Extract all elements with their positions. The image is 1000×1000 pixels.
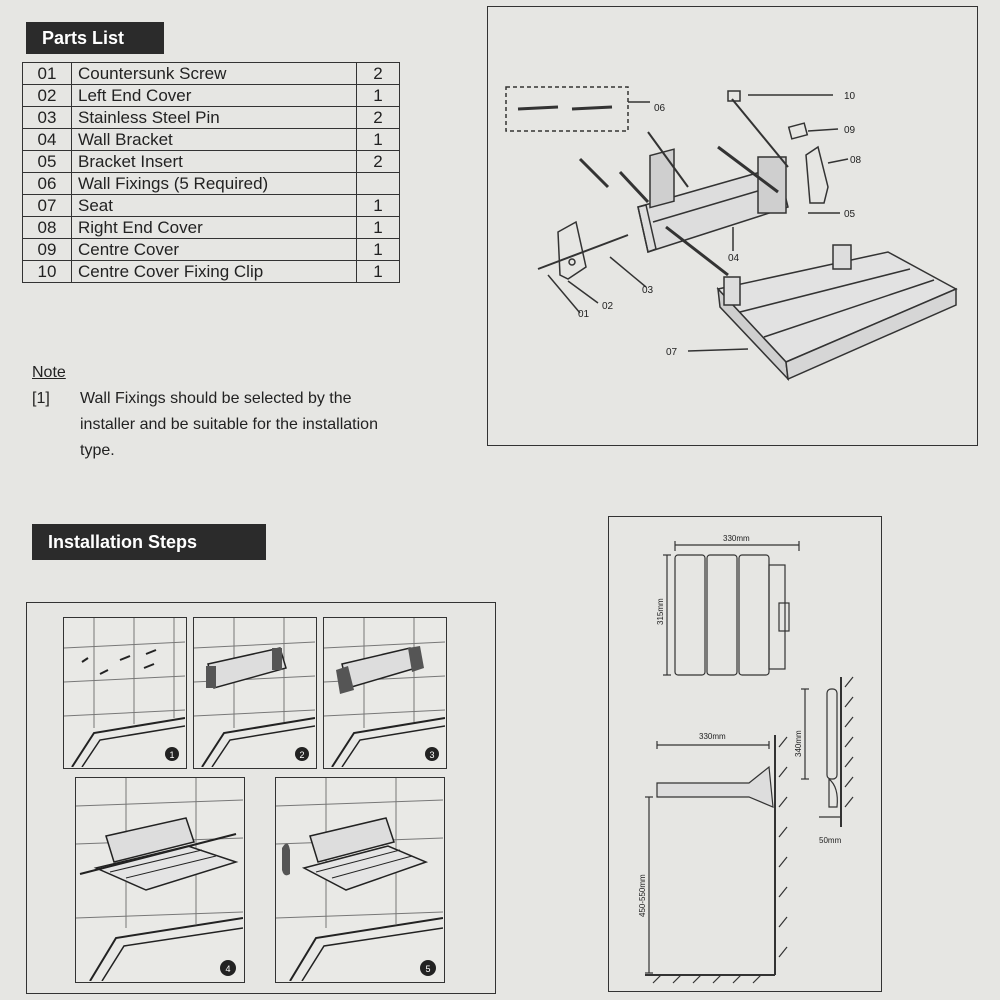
step-4-illustration: 4 [75,777,245,983]
callout-01: 01 [578,309,590,320]
step-3-drawing: 3 [323,618,446,768]
part-number: 05 [22,150,72,173]
dim-folded-height: 340mm [794,730,803,757]
part-qty: 2 [356,150,400,173]
part-number: 09 [22,238,72,261]
installation-steps-title: Installation Steps [48,531,198,552]
dimensions-diagram: 330mm 315mm 330mm 340mm 50mm 450-550mm [608,516,882,992]
part-name: Wall Bracket [71,128,357,151]
part-qty: 1 [356,238,400,261]
note-section: Note [1] Wall Fixings should be selected… [32,360,440,464]
part-number: 04 [22,128,72,151]
dim-projection: 330mm [699,732,726,741]
parts-list-header: Parts List [26,22,164,54]
part-number: 10 [22,260,72,283]
exploded-diagram-drawing: 01 02 03 04 05 06 07 08 09 10 [505,86,958,382]
part-qty [356,172,400,195]
note-row: [1] Wall Fixings should be selected by t… [32,386,440,464]
part-name: Centre Cover [71,238,357,261]
step-2-drawing: 2 [193,618,316,768]
part-number: 03 [22,106,72,129]
part-qty: 1 [356,84,400,107]
callout-03: 03 [642,285,654,296]
callout-05: 05 [844,209,856,220]
step-1-illustration: 1 [63,617,187,769]
note-line: type. [80,442,115,459]
part-name: Right End Cover [71,216,357,239]
part-number: 08 [22,216,72,239]
step-2-illustration: 2 [193,617,317,769]
callout-09: 09 [844,125,856,136]
step-5-drawing: 5 [275,778,444,982]
callout-08: 08 [850,155,862,166]
part-name: Countersunk Screw [71,62,357,85]
part-name: Bracket Insert [71,150,357,173]
step-5-illustration: 5 [275,777,445,983]
part-number: 01 [22,62,72,85]
step-3-illustration: 3 [323,617,447,769]
parts-list-title: Parts List [42,27,125,48]
step-number: 2 [299,750,304,760]
callout-04: 04 [728,253,740,264]
step-number: 4 [225,964,230,974]
note-line: Wall Fixings should be selected by the [80,390,352,407]
note-title: Note [32,364,66,381]
note-line: installer and be suitable for the instal… [80,416,378,433]
callout-07: 07 [666,347,678,358]
part-qty: 1 [356,216,400,239]
part-name: Seat [71,194,357,217]
callout-06: 06 [654,103,666,114]
part-number: 07 [22,194,72,217]
callout-02: 02 [602,301,614,312]
part-name: Wall Fixings (5 Required) [71,172,357,195]
note-text: Wall Fixings should be selected by the i… [80,386,440,464]
installation-steps-header: Installation Steps [32,524,266,560]
dim-folded-depth: 50mm [819,836,842,845]
note-ref: [1] [32,390,50,407]
part-number: 02 [22,84,72,107]
part-name: Centre Cover Fixing Clip [71,260,357,283]
step-1-drawing: 1 [63,618,186,768]
dim-seat-width: 330mm [723,534,750,543]
exploded-diagram: 01 02 03 04 05 06 07 08 09 10 [487,6,978,446]
part-qty: 1 [356,260,400,283]
part-qty: 2 [356,62,400,85]
part-name: Stainless Steel Pin [71,106,357,129]
part-qty: 1 [356,128,400,151]
step-number: 1 [169,750,174,760]
dim-seat-depth: 315mm [656,598,665,625]
part-qty: 1 [356,194,400,217]
part-qty: 2 [356,106,400,129]
installation-steps-panel: 1 2 [26,602,496,994]
dim-mount-height: 450-550mm [638,874,647,917]
dimensions-drawing: 330mm 315mm 330mm 340mm 50mm 450-550mm [638,534,854,984]
part-name: Left End Cover [71,84,357,107]
part-number: 06 [22,172,72,195]
step-number: 5 [425,964,430,974]
callout-10: 10 [844,91,856,102]
step-number: 3 [429,750,434,760]
step-4-drawing: 4 [75,778,244,982]
